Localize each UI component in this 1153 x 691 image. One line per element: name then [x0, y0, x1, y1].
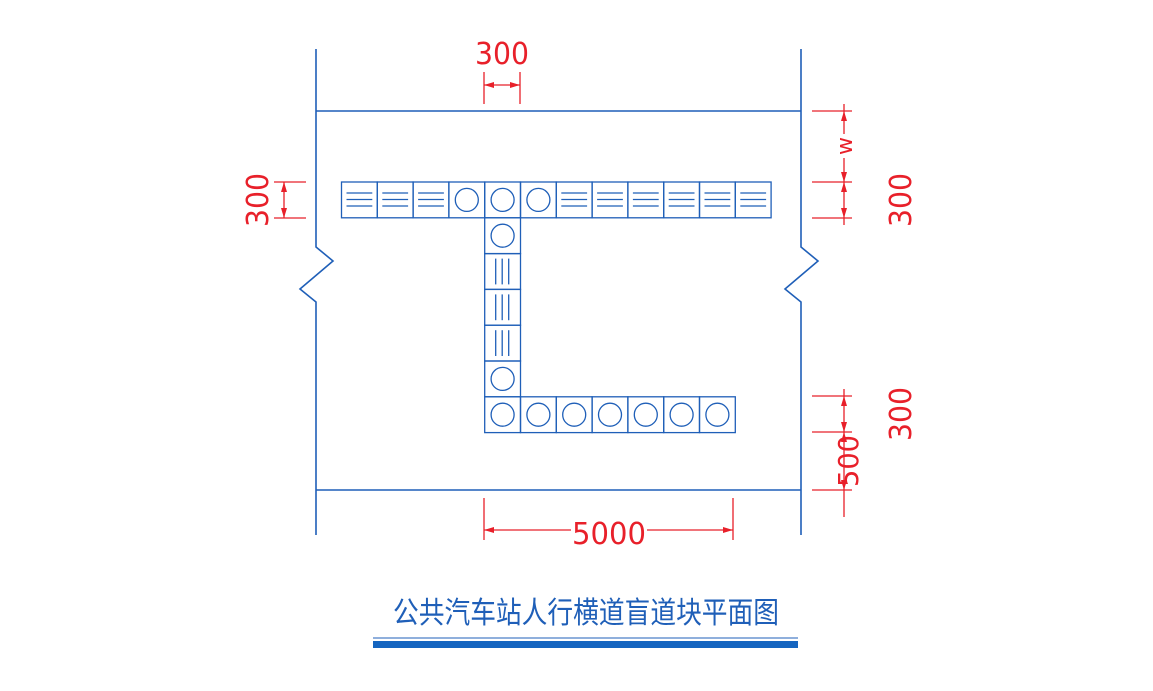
- warning-dot-icon: [490, 223, 515, 248]
- dim-right-bottom-label: 500: [832, 435, 865, 487]
- warning-dot-icon: [526, 402, 551, 427]
- bottom-row-tile: [555, 396, 593, 434]
- bottom-row-tile: [484, 396, 522, 434]
- dim-right-lower: 300 500: [812, 387, 919, 517]
- dim-top-width-label: 300: [475, 37, 529, 72]
- stem-tile: [484, 217, 522, 255]
- drawing-title: 公共汽车站人行横道盲道块平面图: [393, 596, 779, 631]
- warning-dot-icon: [490, 402, 515, 427]
- stem-tile: [484, 252, 522, 291]
- warning-dot-icon: [454, 187, 479, 213]
- top-row-tile: [340, 181, 378, 219]
- top-row-tile: [663, 181, 701, 219]
- dim-right-upper: w 300: [812, 104, 919, 227]
- top-row-tile: [519, 181, 557, 219]
- bottom-row-tile: [698, 396, 736, 434]
- warning-dot-icon: [633, 402, 658, 427]
- tactile-tiles: [340, 181, 772, 434]
- warning-dot-icon: [597, 402, 623, 427]
- dim-right-w-label: w: [833, 137, 858, 155]
- top-row-tile: [627, 181, 665, 219]
- dim-left-height-label: 300: [241, 173, 276, 227]
- title-underline-bar: [373, 641, 798, 648]
- dim-bottom-length: 5000: [483, 498, 734, 552]
- top-row-tile: [555, 181, 593, 219]
- stem-tile: [484, 360, 522, 398]
- dim-top-width: 300: [475, 37, 529, 104]
- top-row-tile: [484, 181, 522, 219]
- dim-right-lower-label: 300: [884, 387, 919, 441]
- top-row-tile: [591, 181, 629, 219]
- dim-left-height: 300: [241, 173, 306, 227]
- dimensions: 300 300 w 300: [241, 37, 919, 552]
- warning-dot-icon: [526, 187, 551, 213]
- bottom-row-tile: [591, 396, 629, 434]
- right-break-line: [783, 49, 820, 535]
- bottom-row-tile: [627, 396, 665, 434]
- top-row-tile: [698, 181, 736, 219]
- top-row-tile: [734, 181, 772, 219]
- warning-dot-icon: [669, 402, 694, 427]
- top-row-tile: [412, 181, 450, 219]
- road-outline: [298, 49, 820, 535]
- top-row-tile: [448, 181, 486, 219]
- left-break-line: [298, 49, 335, 535]
- stem-tile: [484, 324, 522, 362]
- stem-tile: [484, 288, 522, 326]
- warning-dot-icon: [490, 366, 515, 392]
- warning-dot-icon: [562, 402, 587, 427]
- warning-dot-icon: [705, 402, 730, 427]
- warning-dot-icon: [490, 187, 515, 213]
- dim-right-upper-label: 300: [884, 173, 919, 227]
- top-row-tile: [376, 181, 414, 219]
- bottom-row-tile: [519, 396, 557, 434]
- dim-bottom-length-label: 5000: [572, 517, 646, 552]
- bottom-row-tile: [663, 396, 701, 434]
